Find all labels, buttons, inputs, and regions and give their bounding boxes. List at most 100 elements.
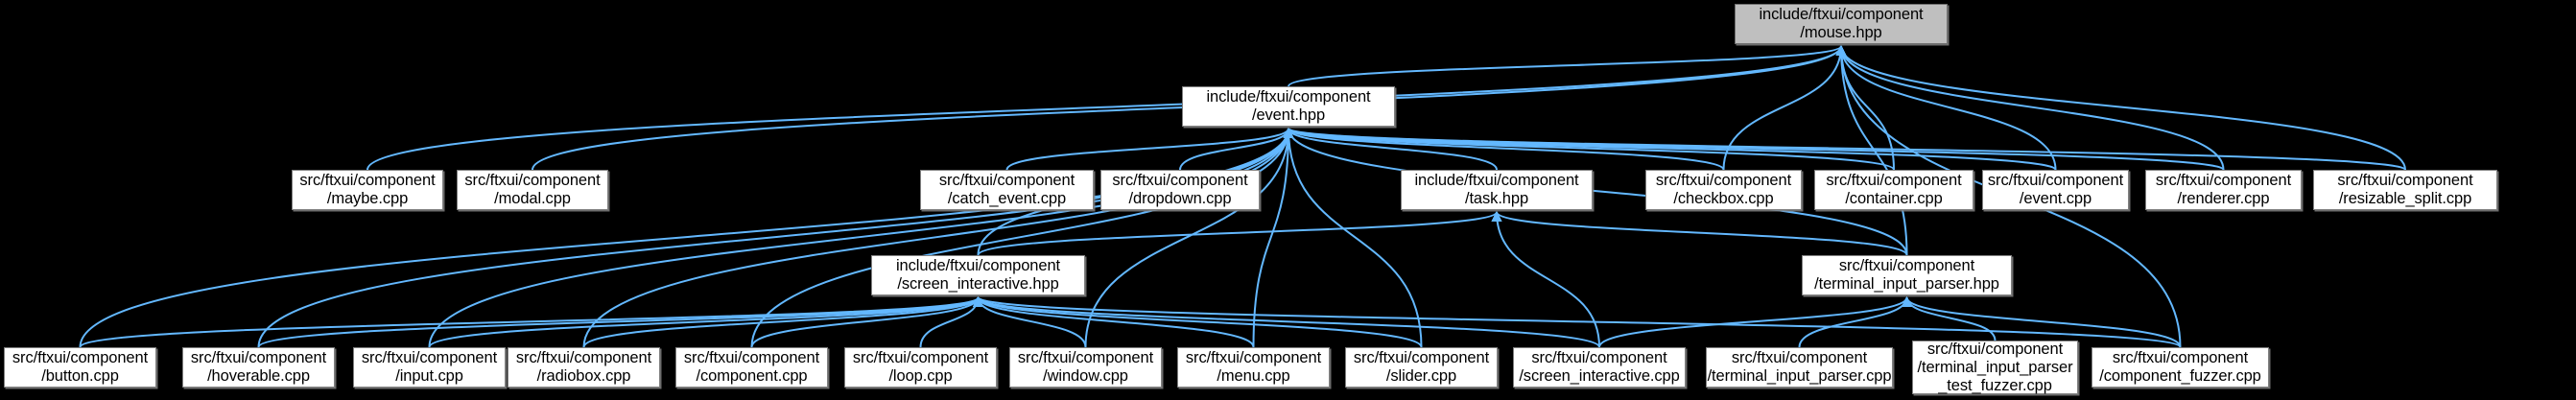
node-label-line1: src/ftxui/component xyxy=(299,172,436,189)
graph-node-terminal_input_parser_cpp[interactable]: src/ftxui/component/terminal_input_parse… xyxy=(1706,347,1893,388)
graph-node-terminal_input_parser_hpp[interactable]: src/ftxui/component/terminal_input_parse… xyxy=(1802,255,2012,295)
edge-radiobox_cpp-to-event_hpp xyxy=(582,127,1294,348)
graph-node-component_fuzzer_cpp[interactable]: src/ftxui/component/component_fuzzer.cpp xyxy=(2092,347,2269,388)
graph-node-screen_interactive_cpp[interactable]: src/ftxui/component/screen_interactive.c… xyxy=(1513,347,1686,388)
edge-component_cpp-to-screen_interactive_hpp xyxy=(750,295,983,348)
node-label-line2: /input.cpp xyxy=(395,367,463,385)
edge-task_hpp-to-event_hpp xyxy=(1283,127,1498,171)
edge-slider_cpp-to-screen_interactive_hpp xyxy=(973,295,1423,348)
node-label-line1: src/ftxui/component xyxy=(852,349,989,366)
graph-node-input_cpp[interactable]: src/ftxui/component/input.cpp xyxy=(353,347,506,388)
graph-node-event_hpp[interactable]: include/ftxui/component/event.hpp xyxy=(1182,86,1395,127)
node-label-line1: src/ftxui/component xyxy=(938,172,1075,189)
node-label-line1: src/ftxui/component xyxy=(1531,349,1667,366)
node-label-line1: src/ftxui/component xyxy=(2155,172,2292,189)
edge-component_cpp-to-event_hpp xyxy=(750,127,1294,348)
edge-screen_interactive_cpp-to-terminal_input_parser_hpp xyxy=(1598,295,1912,348)
graph-node-container_cpp[interactable]: src/ftxui/component/container.cpp xyxy=(1814,170,1973,210)
edge-button_cpp-to-screen_interactive_hpp xyxy=(79,295,983,348)
graph-node-dropdown_cpp[interactable]: src/ftxui/component/dropdown.cpp xyxy=(1100,170,1260,210)
graph-node-modal_cpp[interactable]: src/ftxui/component/modal.cpp xyxy=(457,170,608,210)
graph-node-button_cpp[interactable]: src/ftxui/component/button.cpp xyxy=(4,347,156,388)
edge-checkbox_cpp-to-mouse_hpp xyxy=(1722,44,1847,171)
graph-node-mouse_hpp[interactable]: include/ftxui/component/mouse.hpp xyxy=(1735,4,1948,44)
node-label-line2: /modal.cpp xyxy=(494,190,571,207)
node-label-line2: /screen_interactive.hpp xyxy=(897,275,1059,293)
node-label-line1: include/ftxui/component xyxy=(895,257,1061,274)
edge-terminal_input_parser_hpp-to-task_hpp xyxy=(1491,210,1908,256)
edge-event_hpp-to-mouse_hpp xyxy=(1288,44,1847,87)
node-label-line2: /resizable_split.cpp xyxy=(2338,190,2472,207)
edge-event_cpp-to-event_hpp xyxy=(1283,127,2057,171)
edge-terminal_input_parser_hpp-to-mouse_hpp xyxy=(1835,44,1908,256)
graph-node-resizable_split_cpp[interactable]: src/ftxui/component/resizable_split.cpp xyxy=(2313,170,2497,210)
graph-node-radiobox_cpp[interactable]: src/ftxui/component/radiobox.cpp xyxy=(508,347,660,388)
node-label-line2: /terminal_input_parser.cpp xyxy=(1707,367,1892,385)
node-label-line2: /task.hpp xyxy=(1464,190,1529,207)
node-label-line1: src/ftxui/component xyxy=(464,172,601,189)
node-label-line2: /screen_interactive.cpp xyxy=(1519,367,1680,385)
node-label-line2: /mouse.hpp xyxy=(1800,24,1882,41)
graph-node-maybe_cpp[interactable]: src/ftxui/component/maybe.cpp xyxy=(292,170,443,210)
node-label-line2: /window.cpp xyxy=(1043,367,1128,385)
graph-node-menu_cpp[interactable]: src/ftxui/component/menu.cpp xyxy=(1177,347,1330,388)
edge-hoverable_cpp-to-event_hpp xyxy=(257,127,1294,348)
node-label-line1: src/ftxui/component xyxy=(1353,349,1490,366)
node-label-line1: src/ftxui/component xyxy=(361,349,498,366)
graph-node-task_hpp[interactable]: include/ftxui/component/task.hpp xyxy=(1401,170,1593,210)
edge-screen_interactive_cpp-to-screen_interactive_hpp xyxy=(973,295,1600,348)
edge-slider_cpp-to-event_hpp xyxy=(1283,127,1423,348)
edge-catch_event_cpp-to-event_hpp xyxy=(1005,127,1294,171)
node-label-line1: src/ftxui/component xyxy=(1926,340,2064,358)
node-label-line1: src/ftxui/component xyxy=(515,349,652,366)
edge-input_cpp-to-screen_interactive_hpp xyxy=(428,295,983,348)
edge-dropdown_cpp-to-event_hpp xyxy=(1179,127,1294,171)
graph-node-window_cpp[interactable]: src/ftxui/component/window.cpp xyxy=(1009,347,1162,388)
node-label-line2: /hoverable.cpp xyxy=(207,367,310,385)
node-label-line2: /renderer.cpp xyxy=(2177,190,2270,207)
node-label-line2: /button.cpp xyxy=(41,367,119,385)
graph-node-loop_cpp[interactable]: src/ftxui/component/loop.cpp xyxy=(844,347,997,388)
graph-node-screen_interactive_hpp[interactable]: include/ftxui/component/screen_interacti… xyxy=(871,255,1085,295)
edge-window_cpp-to-screen_interactive_hpp xyxy=(973,295,1087,348)
node-label-line1: src/ftxui/component xyxy=(190,349,327,366)
node-label-line2: /terminal_input_parser xyxy=(1917,358,2073,376)
node-label-line1: src/ftxui/component xyxy=(2337,172,2473,189)
graph-node-slider_cpp[interactable]: src/ftxui/component/slider.cpp xyxy=(1345,347,1498,388)
node-label-line2: /event.cpp xyxy=(2019,190,2092,207)
node-label-line3: _test_fuzzer.cpp xyxy=(1938,376,2052,394)
node-label-line2: /slider.cpp xyxy=(1385,367,1457,385)
node-label-line1: src/ftxui/component xyxy=(1838,257,1975,274)
graph-node-checkbox_cpp[interactable]: src/ftxui/component/checkbox.cpp xyxy=(1645,170,1802,210)
node-label-line2: /component_fuzzer.cpp xyxy=(2099,367,2261,385)
edge-container_cpp-to-mouse_hpp xyxy=(1835,44,1895,171)
node-label-line2: /dropdown.cpp xyxy=(1128,190,1232,207)
edge-resizable_split_cpp-to-event_hpp xyxy=(1284,127,2406,171)
edge-container_cpp-to-event_hpp xyxy=(1283,127,1895,171)
graph-node-tip_test_fuzzer_cpp[interactable]: src/ftxui/component/terminal_input_parse… xyxy=(1912,341,2078,394)
node-label-line2: /menu.cpp xyxy=(1217,367,1290,385)
node-label-line2: /catch_event.cpp xyxy=(947,190,1067,207)
node-label-line1: include/ftxui/component xyxy=(1759,6,1924,23)
node-label-line1: src/ftxui/component xyxy=(1655,172,1792,189)
edge-input_cpp-to-event_hpp xyxy=(428,127,1294,348)
edge-tip_test_fuzzer_cpp-to-terminal_input_parser_hpp xyxy=(1902,295,1997,341)
node-label-line1: include/ftxui/component xyxy=(1206,88,1371,106)
graph-node-component_cpp[interactable]: src/ftxui/component/component.cpp xyxy=(675,347,828,388)
edge-loop_cpp-to-screen_interactive_hpp xyxy=(919,295,983,348)
edge-radiobox_cpp-to-screen_interactive_hpp xyxy=(582,295,983,348)
edge-window_cpp-to-event_hpp xyxy=(1084,127,1294,348)
edge-maybe_cpp-to-mouse_hpp xyxy=(366,44,1847,171)
edge-screen_interactive_cpp-to-task_hpp xyxy=(1491,210,1600,348)
edge-menu_cpp-to-screen_interactive_hpp xyxy=(973,295,1255,348)
node-label-line2: /container.cpp xyxy=(1845,190,1943,207)
edge-hoverable_cpp-to-screen_interactive_hpp xyxy=(257,295,983,348)
graph-node-event_cpp[interactable]: src/ftxui/component/event.cpp xyxy=(1982,170,2129,210)
graph-node-hoverable_cpp[interactable]: src/ftxui/component/hoverable.cpp xyxy=(182,347,335,388)
graph-node-renderer_cpp[interactable]: src/ftxui/component/renderer.cpp xyxy=(2145,170,2302,210)
node-label-line1: src/ftxui/component xyxy=(2112,349,2249,366)
node-label-line2: /checkbox.cpp xyxy=(1673,190,1774,207)
graph-node-catch_event_cpp[interactable]: src/ftxui/component/catch_event.cpp xyxy=(920,170,1094,210)
edge-resizable_split_cpp-to-mouse_hpp xyxy=(1835,44,2406,171)
